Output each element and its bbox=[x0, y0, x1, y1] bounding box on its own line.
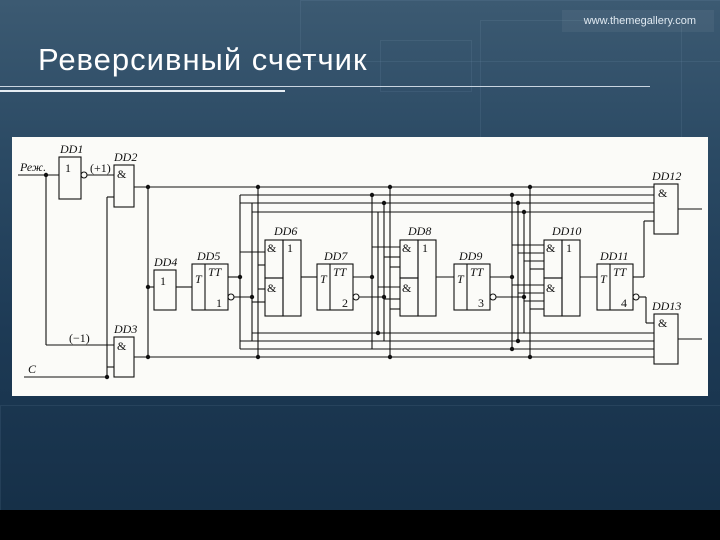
website-box bbox=[562, 10, 714, 32]
slide-background: www.themegallery.com Реверсивный счетчик… bbox=[0, 0, 720, 510]
circuit-diagram: Реж. C (+1) (−1) DD1 1 DD2 & DD3 & bbox=[12, 137, 708, 396]
dd4-symbol: 1 bbox=[160, 274, 166, 288]
dd6-label: DD6 bbox=[273, 224, 297, 238]
slide-title: Реверсивный счетчик bbox=[38, 42, 368, 77]
dd7-t: T bbox=[320, 272, 328, 286]
dd11-index: 4 bbox=[621, 296, 627, 310]
dd4-label: DD4 bbox=[153, 255, 177, 269]
dd9-label: DD9 bbox=[458, 249, 482, 263]
wire-junctions bbox=[43, 172, 533, 380]
dd10-and-or: DD10 & 1 & bbox=[543, 224, 581, 317]
dd7-flip-flop: DD7 T TT 2 bbox=[316, 249, 360, 311]
dd9-tt: TT bbox=[470, 265, 485, 279]
dd1-label: DD1 bbox=[59, 142, 83, 156]
dd8-and2: & bbox=[402, 281, 412, 295]
dd11-t: T bbox=[600, 272, 608, 286]
dd6-and2: & bbox=[267, 281, 277, 295]
dd12-gate: DD12 & bbox=[651, 169, 681, 235]
dd8-and: & bbox=[402, 241, 412, 255]
plus-one-label: (+1) bbox=[90, 161, 111, 175]
dd5-tt: TT bbox=[208, 265, 223, 279]
dd3-symbol: & bbox=[117, 339, 127, 353]
mode-input-label: Реж. bbox=[19, 160, 46, 174]
dd2-symbol: & bbox=[117, 167, 127, 181]
dd2-gate: DD2 & bbox=[113, 150, 137, 208]
dd5-label: DD5 bbox=[196, 249, 220, 263]
dd11-tt: TT bbox=[613, 265, 628, 279]
bottom-bar bbox=[0, 510, 720, 540]
dd5-flip-flop: DD5 T TT 1 bbox=[191, 249, 235, 311]
dd6-or: 1 bbox=[287, 241, 293, 255]
dd5-t: T bbox=[195, 272, 203, 286]
title-rule bbox=[0, 86, 650, 87]
dd6-and-or: DD6 & 1 & bbox=[264, 224, 302, 317]
dd10-or: 1 bbox=[566, 241, 572, 255]
dd4-gate: DD4 1 bbox=[153, 255, 177, 311]
dd8-or: 1 bbox=[422, 241, 428, 255]
minus-one-label: (−1) bbox=[69, 331, 90, 345]
website-url: www.themegallery.com bbox=[583, 15, 696, 27]
dd1-inverter: DD1 1 bbox=[58, 142, 88, 200]
decor-frame bbox=[0, 405, 720, 510]
decor-frame bbox=[480, 20, 682, 142]
clock-input-label: C bbox=[28, 362, 37, 376]
dd10-label: DD10 bbox=[551, 224, 581, 238]
dd8-and-or: DD8 & 1 & bbox=[399, 224, 437, 317]
dd5-index: 1 bbox=[216, 296, 222, 310]
dd10-and: & bbox=[546, 241, 556, 255]
dd9-flip-flop: DD9 T TT 3 bbox=[453, 249, 497, 311]
dd13-gate: DD13 & bbox=[651, 299, 681, 365]
dd7-index: 2 bbox=[342, 296, 348, 310]
dd12-label: DD12 bbox=[651, 169, 681, 183]
dd10-and2: & bbox=[546, 281, 556, 295]
dd3-gate: DD3 & bbox=[113, 322, 137, 378]
decor-frame bbox=[380, 40, 472, 92]
dd8-label: DD8 bbox=[407, 224, 431, 238]
dd7-tt: TT bbox=[333, 265, 348, 279]
dd2-label: DD2 bbox=[113, 150, 137, 164]
dd7-label: DD7 bbox=[323, 249, 348, 263]
dd6-and: & bbox=[267, 241, 277, 255]
dd11-label: DD11 bbox=[599, 249, 628, 263]
dd9-t: T bbox=[457, 272, 465, 286]
dd11-flip-flop: DD11 T TT 4 bbox=[596, 249, 640, 311]
dd1-symbol: 1 bbox=[65, 161, 71, 175]
dd9-index: 3 bbox=[478, 296, 484, 310]
circuit-wiring bbox=[18, 174, 702, 378]
title-rule-accent bbox=[0, 90, 285, 92]
dd13-label: DD13 bbox=[651, 299, 681, 313]
dd13-symbol: & bbox=[658, 316, 668, 330]
dd12-symbol: & bbox=[658, 186, 668, 200]
decor-frame bbox=[300, 0, 720, 62]
dd3-label: DD3 bbox=[113, 322, 137, 336]
